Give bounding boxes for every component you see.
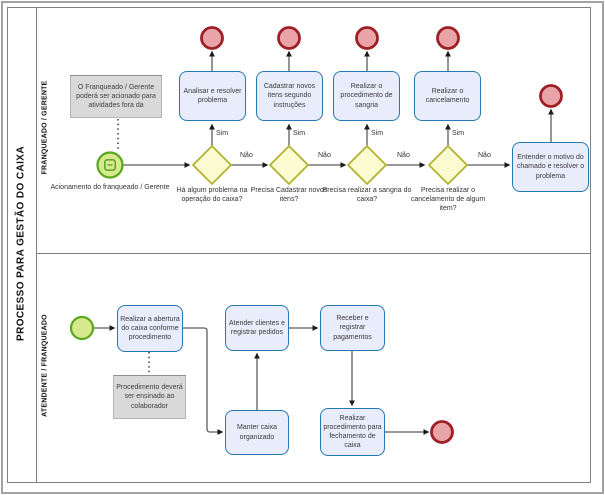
conditional-start-icon <box>104 159 116 171</box>
task-procedimento-sangria: Realizar o procedimento de sangria <box>333 71 400 121</box>
annotation-franqueado-acionado: O Franqueado / Gerente poderá ser aciona… <box>70 75 162 118</box>
gateway-precisa-cadastrar-itens <box>269 145 309 185</box>
annotation-procedimento-ensinado: Procedimento deverá ser ensinado ao cola… <box>113 375 186 419</box>
gateway-precisa-sangria <box>347 145 387 185</box>
task-fechamento-caixa: Realizar procedimento para fechamento de… <box>320 408 385 456</box>
end-event-5 <box>539 84 563 108</box>
gateway-label-4: Precisa realizar o cancelamento de algum… <box>410 187 486 212</box>
lane-divider <box>36 253 591 254</box>
edge-label-nao-2: Não <box>318 152 331 159</box>
end-event-2 <box>277 26 301 50</box>
gateway-label-1: Há algum problema na operação do caixa? <box>176 187 248 203</box>
edge-label-sim-4: Sim <box>452 130 465 137</box>
flow-abertura-to-manter <box>183 327 224 435</box>
edge-label-nao-4: Não <box>478 152 491 159</box>
gateway-precisa-cancelamento <box>428 145 468 185</box>
edge-label-sim-3: Sim <box>371 130 384 137</box>
gateway-label-3: Precisa realizar a sangria do caixa? <box>322 187 412 203</box>
end-event-3 <box>355 26 379 50</box>
task-analisar-resolver-problema: Analisar e resolver problema <box>179 71 246 121</box>
end-event-1 <box>200 26 224 50</box>
process-pool <box>7 7 591 483</box>
task-abertura-caixa: Realizar a abertura do caixa conforme pr… <box>117 305 183 352</box>
task-cadastrar-novos-itens: Cadastrar novos itens segundo instruções <box>256 71 323 121</box>
start-event-label: Acionamento do franqueado / Gerente <box>50 184 170 191</box>
edge-label-nao-3: Não <box>397 152 410 159</box>
task-atender-clientes: Atender clientes e registrar pedidos <box>225 305 289 351</box>
task-realizar-cancelamento: Realizar o cancelamento <box>414 71 481 121</box>
edge-label-sim-2: Sim <box>293 130 306 137</box>
gateway-label-2: Precisa Cadastrar novos itens? <box>250 187 328 203</box>
task-entender-motivo-chamado: Entender o motivo do chamado e resolver … <box>512 142 589 192</box>
edge-label-nao-1: Não <box>240 152 253 159</box>
edge-label-sim-1: Sim <box>216 130 229 137</box>
end-event-4 <box>436 26 460 50</box>
start-event-plain <box>69 315 95 341</box>
end-event-6 <box>430 420 454 444</box>
task-manter-caixa-organizado: Manter caixa organizado <box>225 410 289 455</box>
gateway-ha-algum-problema <box>192 145 232 185</box>
task-receber-pagamentos: Receber e registrar pagamentos <box>320 305 385 351</box>
pool-title-divider <box>36 7 37 483</box>
